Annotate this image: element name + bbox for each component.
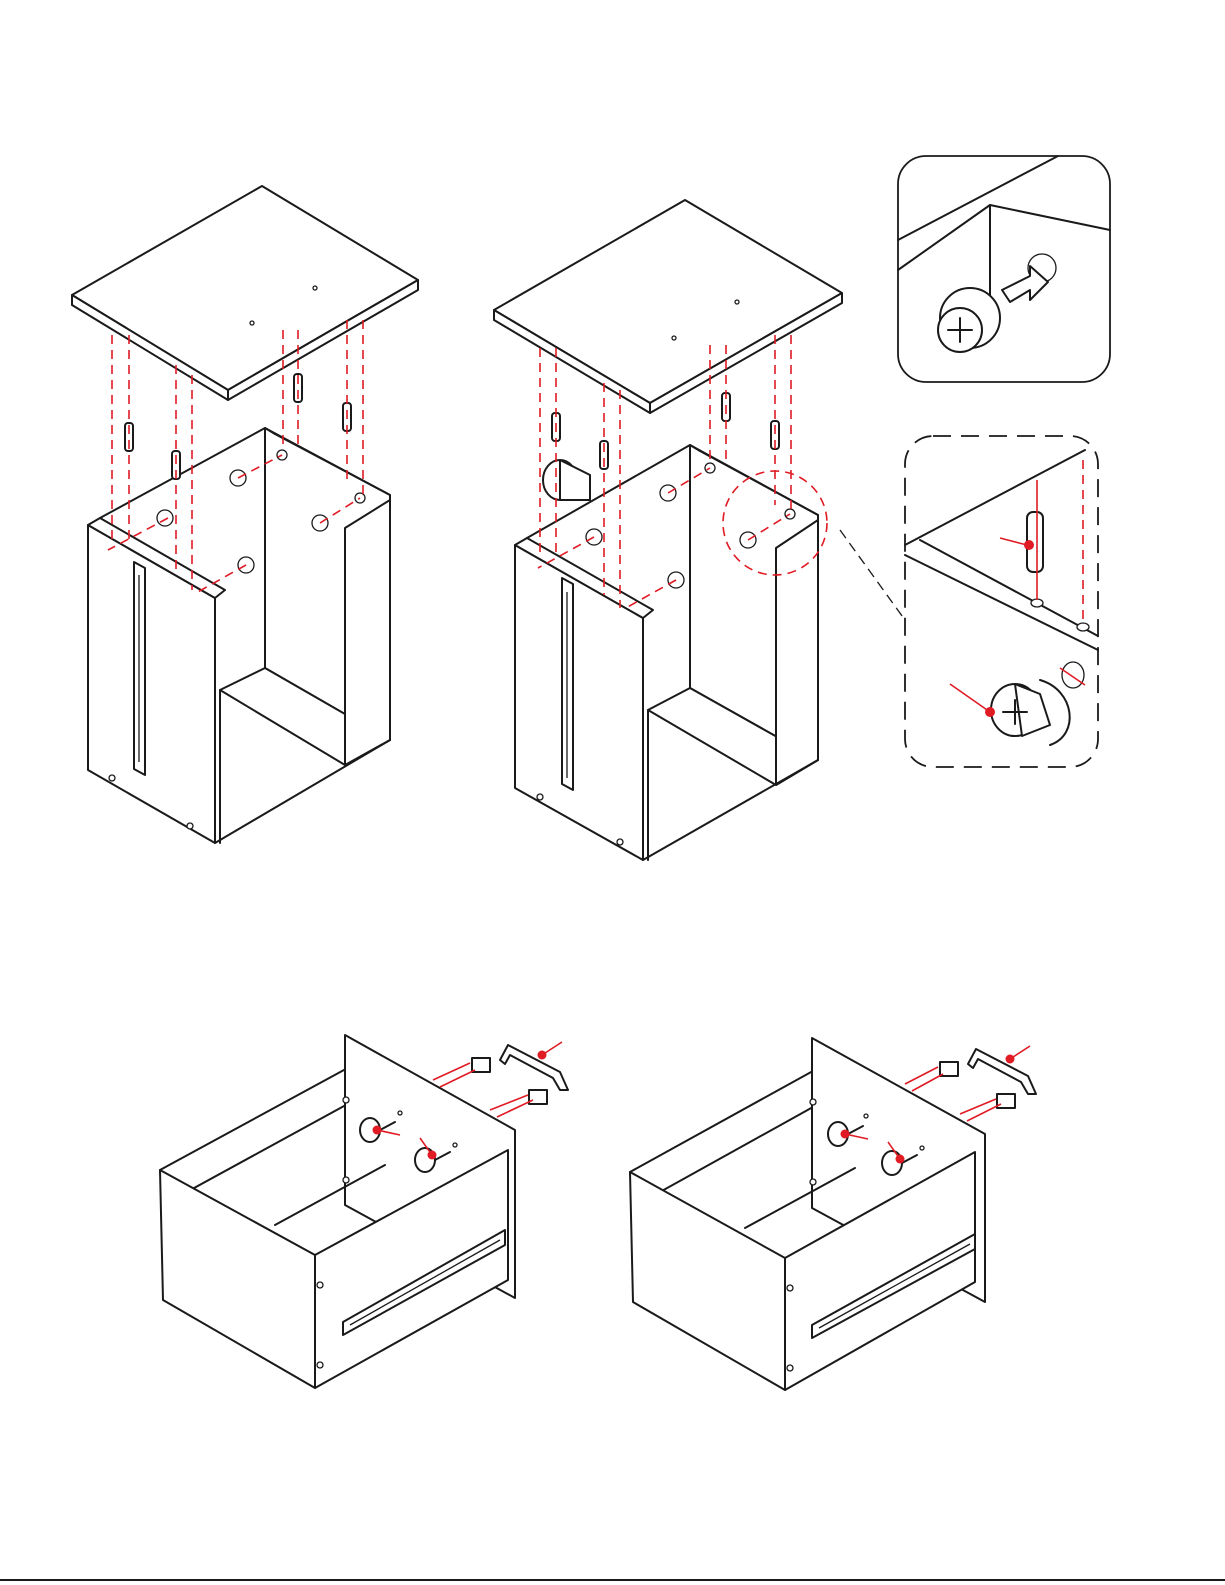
detail-dowel-and-cam-turn bbox=[905, 436, 1098, 767]
figure-cabinet-top-cam-locks bbox=[494, 200, 905, 860]
detail-cam-lock-insert bbox=[898, 156, 1110, 382]
figure-cabinet-top-dowels bbox=[72, 186, 418, 843]
figure-drawer-handle-right bbox=[630, 1038, 1036, 1390]
figure-drawer-handle-left bbox=[160, 1035, 568, 1388]
